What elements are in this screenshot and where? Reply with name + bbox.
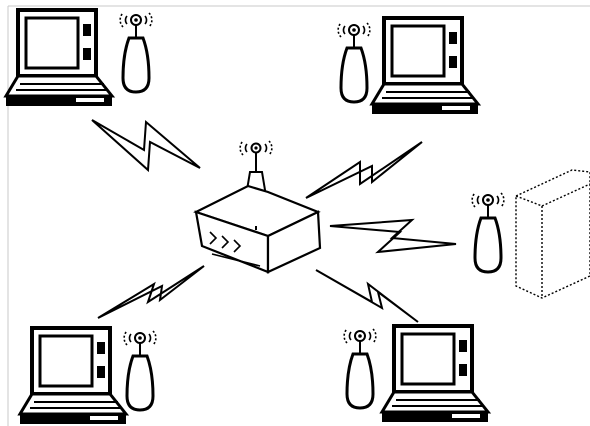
wireless-adapter-icon [344, 329, 376, 408]
wireless-link-bottom-right [316, 270, 418, 322]
server-tower-icon [516, 170, 590, 298]
laptop-icon [20, 328, 126, 424]
server-right [472, 170, 590, 298]
wireless-link-bottom-left [98, 266, 204, 318]
wireless-link-right [330, 220, 456, 252]
laptop-bottom-left [20, 328, 156, 424]
laptop-icon [372, 18, 478, 114]
laptop-icon [382, 326, 488, 422]
laptop-icon [6, 10, 112, 106]
wireless-adapter-icon [124, 331, 156, 410]
laptop-top-left [6, 10, 152, 106]
access-point-body [196, 186, 320, 272]
laptop-bottom-right [344, 326, 488, 422]
wireless-adapter-icon [338, 23, 370, 102]
wireless-link-top-right [306, 142, 422, 198]
wireless-adapter-icon [120, 13, 152, 92]
laptop-top-right [338, 18, 478, 114]
wireless-link-top-left [92, 120, 200, 170]
access-point [196, 141, 320, 272]
wireless-adapter-icon [472, 193, 504, 272]
